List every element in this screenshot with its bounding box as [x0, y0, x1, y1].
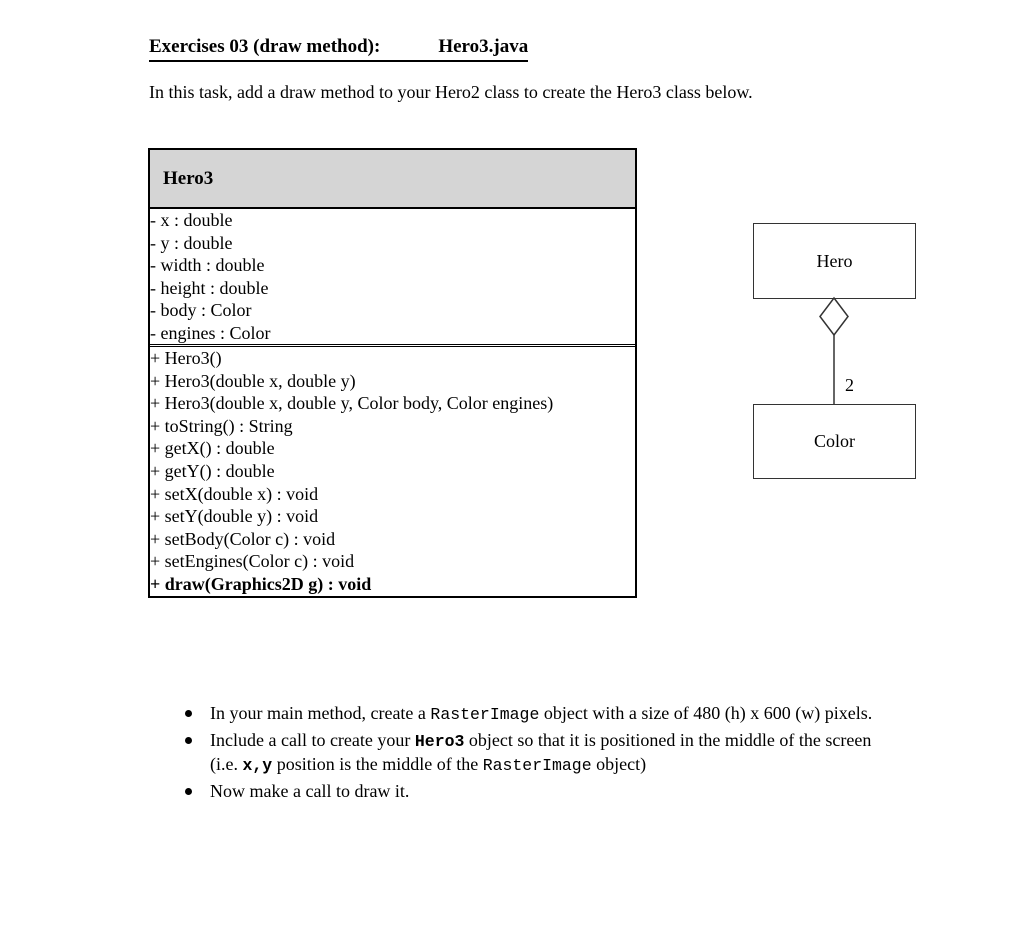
- bullet-icon: [185, 736, 192, 744]
- class-name-header: Hero3: [150, 150, 635, 209]
- method-row: + toString() : String: [150, 415, 293, 436]
- code-segment: Hero3: [414, 731, 465, 751]
- text-segment: Now make a call to draw it.: [210, 780, 410, 801]
- aggregation-diamond-icon: [819, 296, 849, 337]
- method-row: + Hero3(double x, double y, Color body, …: [150, 393, 554, 414]
- text-segment: object so that it is positioned in the m…: [210, 729, 872, 775]
- code-segment: RasterImage: [430, 705, 540, 724]
- color-class-label: Color: [813, 431, 855, 451]
- title-exercise-label: Exercises 03 (draw method):: [149, 36, 381, 57]
- hero-class-label: Hero: [816, 250, 853, 271]
- method-row: + Hero3(double x, double y): [150, 370, 356, 391]
- method-row: + getY() : double: [150, 460, 275, 481]
- task-text: In your main method, create a RasterImag…: [210, 703, 873, 724]
- task-text: Now make a call to draw it.: [210, 781, 409, 801]
- method-row: + setBody(Color c) : void: [150, 528, 336, 549]
- bullet-icon: [185, 710, 192, 717]
- multiplicity-label: 2: [845, 375, 854, 395]
- method-row: + Hero3(): [150, 348, 222, 368]
- field-row: - height : double: [150, 277, 269, 298]
- field-row: - x : double: [150, 210, 233, 230]
- method-row: + setX(double x) : void: [150, 483, 319, 504]
- class-name: Hero3: [163, 167, 214, 189]
- bullet-icon: [185, 787, 192, 795]
- field-row: - y : double: [150, 232, 233, 253]
- page-title: Exercises 03 (draw method): Hero3.java: [149, 36, 529, 62]
- hero-class-box: Hero: [753, 223, 916, 299]
- code-segment: x,y: [242, 756, 273, 775]
- text-segment: object): [591, 754, 647, 774]
- fields-section: - x : double- y : double- width : double…: [150, 209, 635, 344]
- field-row: - body : Color: [150, 300, 252, 320]
- task-text: Include a call to create your Hero3 obje…: [210, 729, 872, 776]
- task-item: Include a call to create your Hero3 obje…: [183, 729, 889, 778]
- methods-section: + Hero3()+ Hero3(double x, double y)+ He…: [150, 347, 635, 596]
- code-segment: RasterImage: [482, 756, 592, 775]
- method-row: + draw(Graphics2D g) : void: [150, 573, 372, 594]
- field-row: - engines : Color: [150, 322, 271, 343]
- title-filename: Hero3.java: [438, 36, 529, 57]
- text-segment: In your main method, create a: [210, 703, 431, 723]
- text-segment: object with a size of 480 (h) x 600 (w) …: [539, 703, 873, 723]
- method-row: + getX() : double: [150, 438, 275, 459]
- method-row: + setY(double y) : void: [150, 506, 319, 527]
- task-item: Now make a call to draw it.: [183, 780, 889, 804]
- text-segment: position is the middle of the: [272, 754, 483, 774]
- uml-class-box: Hero3 - x : double- y : double- width : …: [148, 148, 637, 598]
- method-row: + setEngines(Color c) : void: [150, 551, 355, 572]
- text-segment: Include a call to create your: [210, 729, 415, 750]
- section-divider: [150, 344, 635, 347]
- task-list: In your main method, create a RasterImag…: [183, 702, 889, 805]
- aggregation-connector: [819, 296, 849, 405]
- field-row: - width : double: [150, 255, 265, 275]
- color-class-box: Color: [753, 404, 916, 479]
- task-item: In your main method, create a RasterImag…: [183, 702, 889, 727]
- intro-text: In this task, add a draw method to your …: [149, 82, 753, 102]
